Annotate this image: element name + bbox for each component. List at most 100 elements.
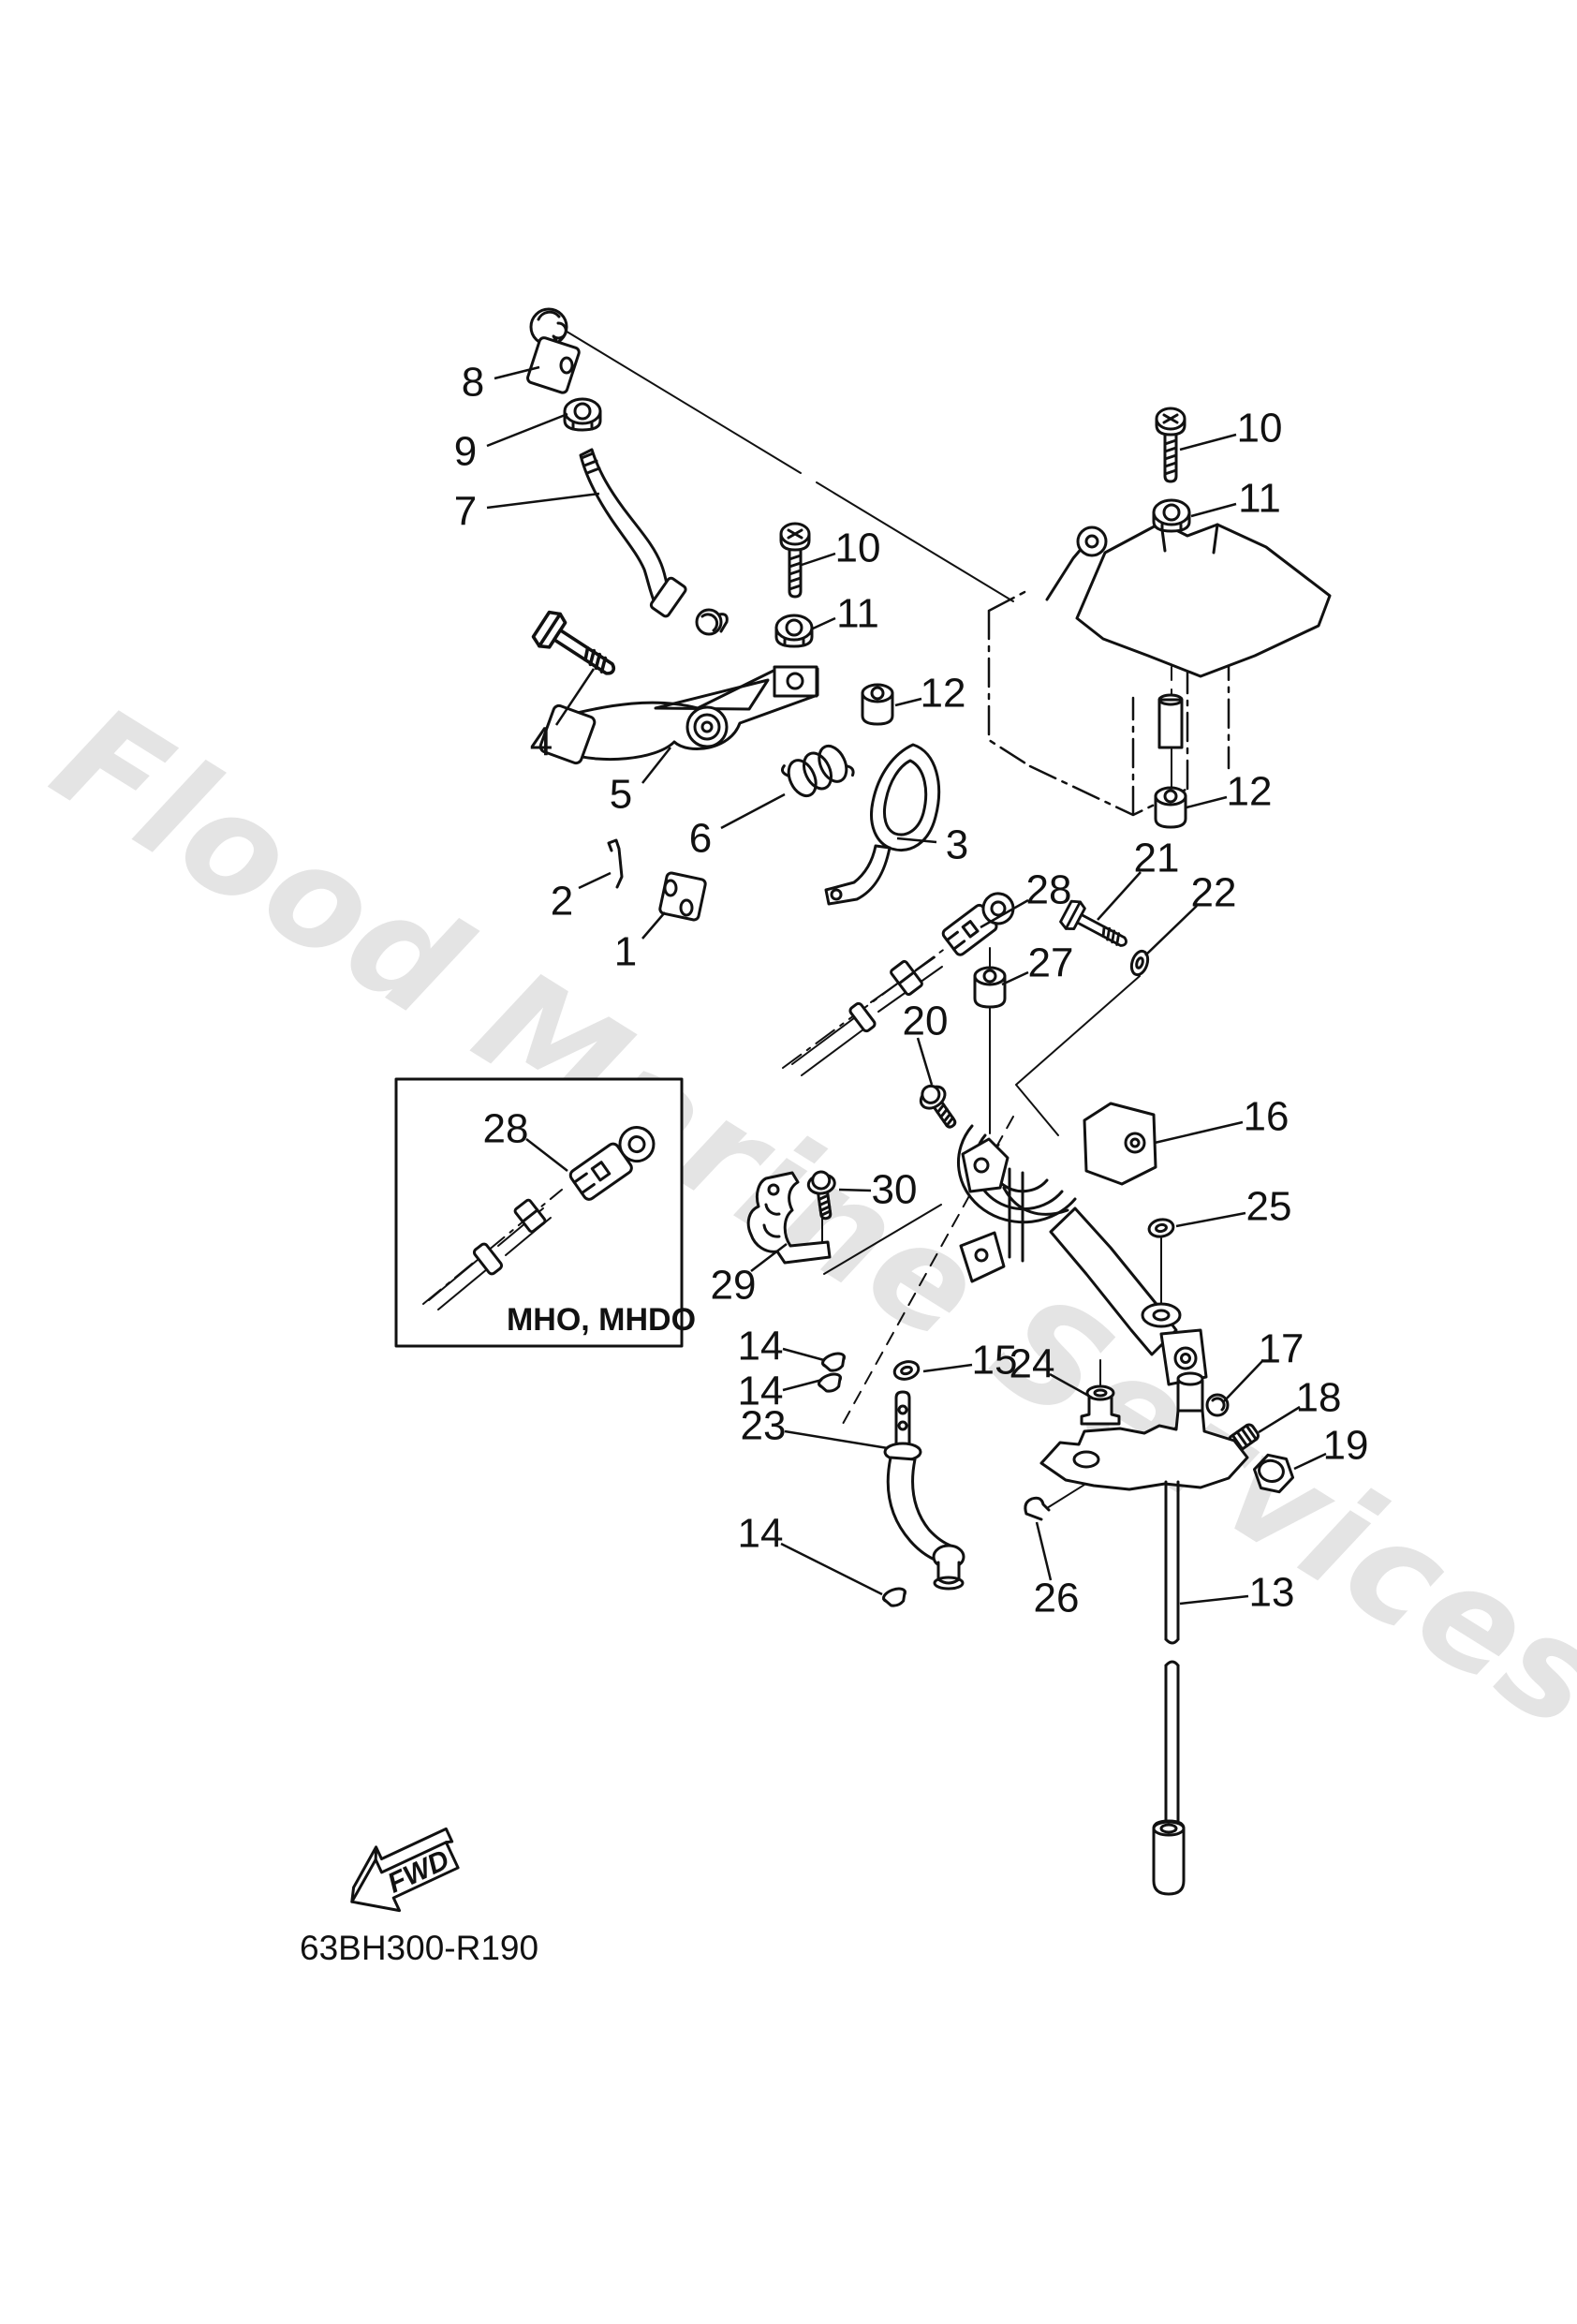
callout-leader-23: [784, 1429, 889, 1450]
callout-leader-5: [641, 747, 671, 784]
callout-3: 3: [946, 822, 968, 868]
callout-leader-30: [838, 1188, 872, 1192]
part-22-washer: [1129, 949, 1150, 977]
callout-10: 10: [1237, 406, 1283, 451]
callout-14: 14: [738, 1511, 784, 1557]
callout-12: 12: [921, 671, 966, 717]
part-2-pin: [607, 838, 624, 889]
inset-box: MHO, MHDO: [394, 1077, 696, 1348]
part-12-grommet-left: [861, 683, 894, 726]
callout-15: 15: [972, 1338, 1018, 1384]
callout-leader-14: [780, 1542, 883, 1596]
callout-24: 24: [1010, 1341, 1055, 1387]
part-17-washer: [1205, 1393, 1230, 1417]
callout-leader-19: [1293, 1452, 1327, 1471]
callout-8: 8: [462, 360, 484, 406]
watermark-text: Flood Marine Services: [27, 675, 1577, 1762]
part-15-washer: [891, 1357, 922, 1384]
callout-17: 17: [1259, 1326, 1304, 1372]
callout-leader-17: [1223, 1359, 1264, 1402]
part-7-link-rod: [579, 448, 729, 636]
part-5-lever-bracket: [538, 665, 819, 765]
callout-9: 9: [454, 429, 477, 475]
callout-leader-29: [750, 1243, 788, 1272]
callout-leader-15: [922, 1363, 973, 1373]
callout-13: 13: [1249, 1570, 1295, 1616]
callout-leader-2: [578, 871, 612, 890]
callout-leader-11: [812, 616, 836, 630]
callout-14: 14: [738, 1369, 784, 1414]
callout-23: 23: [741, 1403, 787, 1449]
callout-12: 12: [1227, 769, 1273, 815]
part-24-bushing: [1080, 1384, 1121, 1426]
callout-leader-3: [896, 836, 937, 844]
stopper-plate: [1039, 1371, 1249, 1491]
callout-leader-12: [894, 697, 922, 707]
throttle-cable-assembly: [791, 892, 1015, 1076]
part-3-throttle-cam: [824, 743, 941, 906]
callout-leader-27: [1001, 970, 1029, 986]
part-11-nut-right: [1152, 498, 1191, 533]
callout-leader-20: [916, 1037, 934, 1086]
part-1-cable-holder-block: [658, 871, 707, 922]
callout-leader-4: [554, 668, 596, 726]
callout-10: 10: [835, 525, 881, 571]
part-28-cable-joint: [941, 892, 1015, 956]
callout-leader-11: [1190, 502, 1237, 518]
callout-leader-28: [525, 1138, 568, 1172]
callout-25: 25: [1246, 1184, 1292, 1230]
part-20-bolt: [913, 1078, 965, 1135]
part-19-bolt: [1252, 1453, 1295, 1494]
callout-leader-7: [486, 492, 600, 510]
callout-leader-14: [782, 1347, 825, 1362]
callout-leader-6: [720, 792, 786, 830]
inset-part-28-cable-joint: [568, 1126, 656, 1201]
part-14-washer-c: [880, 1584, 910, 1610]
part-10-screw-right: [1155, 407, 1186, 483]
callout-20: 20: [903, 999, 949, 1044]
callout-leader-14: [782, 1378, 823, 1392]
part-11-nut-left: [774, 614, 814, 648]
callout-28: 28: [483, 1106, 529, 1152]
part-10-screw-left: [779, 522, 811, 599]
callout-21: 21: [1134, 836, 1180, 881]
engine-block-phantom: [987, 521, 1332, 817]
callout-leader-26: [1035, 1521, 1053, 1581]
callout-18: 18: [1296, 1375, 1342, 1421]
part-9-nut: [563, 397, 602, 432]
part-6-spring: [780, 744, 855, 798]
part-8-cable-clamp: [526, 307, 581, 394]
callout-7: 7: [454, 489, 477, 535]
callout-leader-10: [1179, 433, 1237, 451]
callout-5: 5: [610, 772, 632, 818]
callout-2: 2: [551, 879, 573, 925]
part-26-cotter-pin: [1024, 1496, 1051, 1521]
callout-28: 28: [1026, 867, 1072, 913]
callout-leader-10: [801, 552, 836, 567]
part-14-washer-a: [819, 1349, 849, 1375]
callout-leader-18: [1258, 1405, 1301, 1434]
callout-leader-16: [1154, 1120, 1244, 1145]
callout-leader-28: [980, 898, 1029, 929]
callout-30: 30: [872, 1167, 918, 1213]
callout-22: 22: [1191, 870, 1237, 916]
callout-leader-9: [486, 412, 568, 448]
part-25-washer: [1146, 1216, 1176, 1240]
part-14-washer-b: [816, 1369, 846, 1396]
part-4-bolt: [529, 606, 626, 689]
callout-27: 27: [1028, 940, 1074, 986]
part-23-link-arm: [883, 1390, 965, 1591]
part-27-damper: [973, 966, 1007, 1009]
part-12-grommet-right: [1154, 786, 1187, 829]
part-13-rod: [1152, 1480, 1186, 1896]
part-29-clamp: [746, 1171, 832, 1265]
callout-1: 1: [614, 929, 637, 975]
callout-leader-24: [1049, 1372, 1093, 1399]
inset-caption: MHO, MHDO: [507, 1302, 696, 1338]
callout-19: 19: [1323, 1423, 1369, 1469]
parts-layer: MHO, MHDO FWD: [350, 307, 1295, 1913]
callout-14: 14: [738, 1324, 784, 1369]
callout-26: 26: [1034, 1576, 1080, 1621]
